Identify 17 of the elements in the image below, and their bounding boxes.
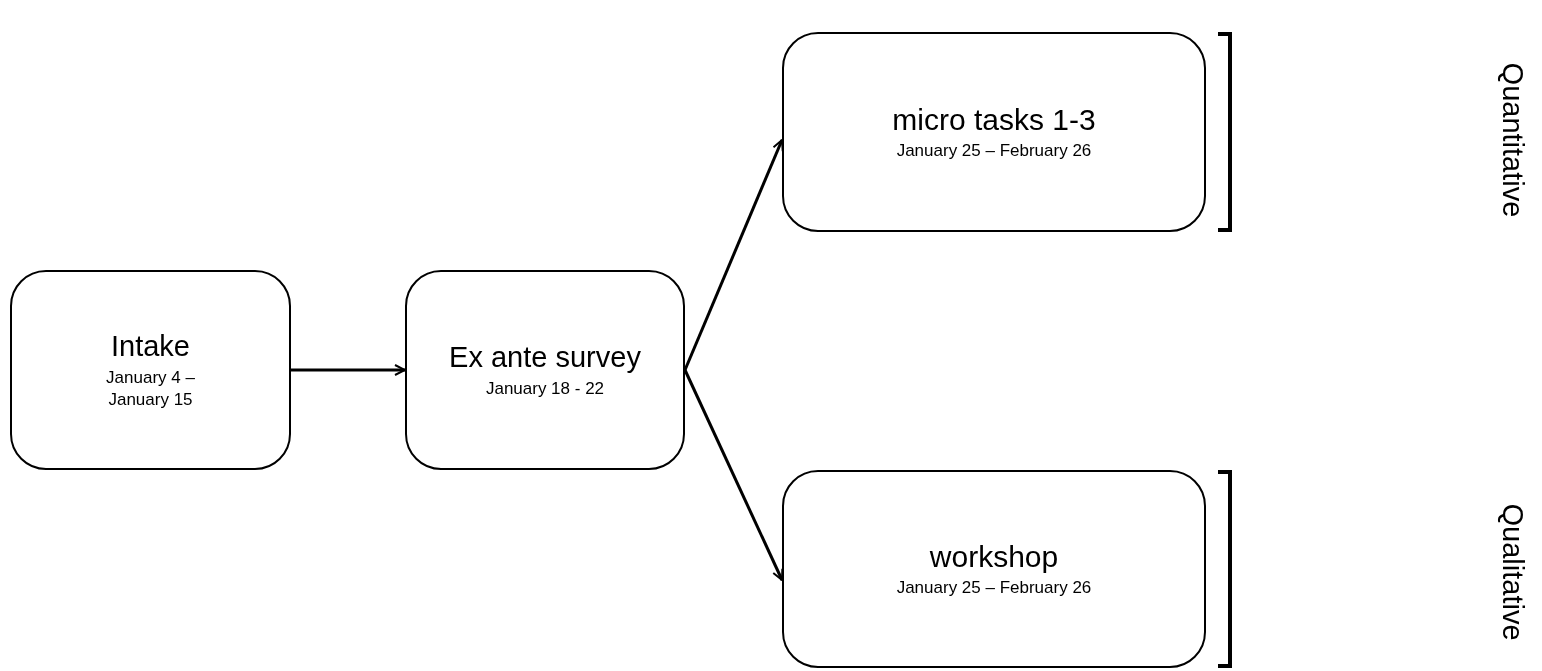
date-range: January 25 – February 26 bbox=[896, 140, 1092, 163]
category-label: Qualitative bbox=[1495, 503, 1529, 641]
arrow bbox=[683, 369, 784, 581]
process-box bbox=[10, 270, 291, 470]
arrow bbox=[683, 139, 784, 371]
process-box bbox=[782, 470, 1206, 668]
date-range: January 25 – February 26 bbox=[896, 577, 1092, 600]
category-label: Quantitative bbox=[1495, 62, 1529, 218]
process-box bbox=[405, 270, 685, 470]
date-range: January 18 - 22 bbox=[485, 377, 605, 400]
date-range: January 4 – January 15 bbox=[105, 366, 196, 411]
box-title: Intake bbox=[111, 329, 190, 365]
box-title: workshop bbox=[929, 538, 1059, 575]
process-box bbox=[782, 32, 1206, 232]
box-title: Ex ante survey bbox=[449, 340, 641, 376]
arrow bbox=[291, 364, 406, 376]
box-title: micro tasks 1-3 bbox=[892, 101, 1096, 138]
